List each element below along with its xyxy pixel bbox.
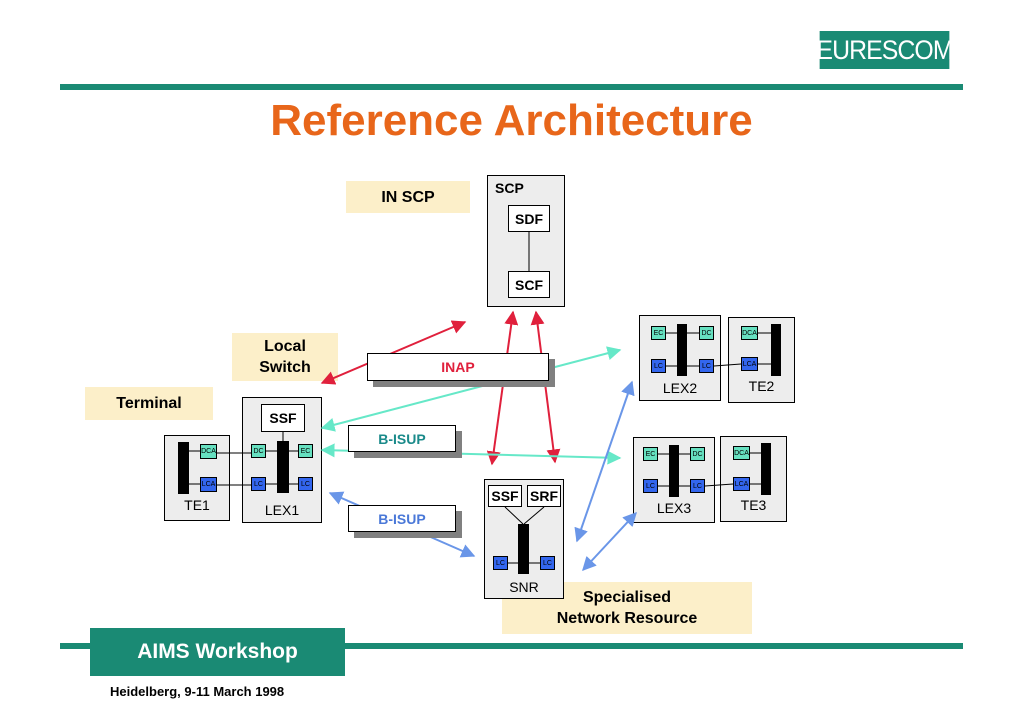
te1-node (164, 435, 230, 521)
lex3-lc-chip: LC (643, 479, 658, 493)
te1-lca-chip: LCA (200, 477, 217, 492)
lex2-dc-chip: DC (699, 326, 714, 340)
te3-dca-chip: DCA (733, 446, 750, 460)
snr-lc-chip: LC (493, 556, 508, 570)
lex2-ec-chip: EC (651, 326, 666, 340)
te2-dca-chip: DCA (741, 326, 758, 340)
te3-node (720, 436, 787, 522)
lex3-lc-chip: LC (690, 479, 705, 493)
page-title: Reference Architecture (270, 96, 753, 145)
lex2-lc-chip: LC (699, 359, 714, 373)
workshop-banner: AIMS Workshop (90, 628, 345, 676)
te1-bus (178, 442, 189, 494)
lex2-lc-chip: LC (651, 359, 666, 373)
te3-bus (761, 443, 771, 495)
footer-divider-right (343, 643, 963, 649)
snr-ssf-box: SSF (488, 485, 522, 507)
snr-label: SNR (509, 579, 539, 595)
lex1-ec-chip: EC (298, 444, 313, 458)
inap-label: INAP (367, 353, 549, 381)
header-divider (60, 84, 963, 90)
bisup-label-lower: B-ISUP (348, 505, 456, 532)
snr-srf-box: SRF (527, 485, 561, 507)
lex1-label: LEX1 (264, 502, 300, 518)
lex1-ssf-box: SSF (261, 404, 305, 432)
lex3-dc-chip: DC (690, 447, 705, 461)
te3-lca-chip: LCA (733, 477, 750, 491)
eurescom-logo: EURESCOM (816, 31, 954, 69)
te2-lca-chip: LCA (741, 357, 758, 371)
lex1-dc-chip: DC (251, 444, 266, 458)
te2-bus (771, 324, 781, 376)
te2-label: TE2 (748, 378, 775, 394)
te2-node (728, 317, 795, 403)
venue-date: Heidelberg, 9-11 March 1998 (110, 684, 285, 699)
terminal-tag: Terminal (85, 387, 213, 420)
lex2-switch-fabric (677, 324, 687, 376)
te3-label: TE3 (740, 497, 767, 513)
lex3-label: LEX3 (656, 500, 692, 516)
snr-switch-fabric (518, 524, 529, 574)
snr-lc-chip: LC (540, 556, 555, 570)
scf-box: SCF (508, 271, 550, 298)
te1-label: TE1 (184, 497, 210, 513)
te1-dca-chip: DCA (200, 444, 217, 459)
lex1-switch-fabric (277, 441, 289, 493)
lex1-lc-chip: LC (298, 477, 313, 491)
lex2-label: LEX2 (662, 380, 698, 396)
sdf-box: SDF (508, 205, 550, 232)
lex3-ec-chip: EC (643, 447, 658, 461)
bisup-label-upper: B-ISUP (348, 425, 456, 452)
footer-divider-left (60, 643, 92, 649)
lex3-switch-fabric (669, 445, 679, 497)
in-scp-tag: IN SCP (346, 181, 470, 213)
local-switch-tag: Local Switch (232, 333, 338, 381)
scp-label: SCP (495, 180, 524, 196)
lex1-lc-chip: LC (251, 477, 266, 491)
